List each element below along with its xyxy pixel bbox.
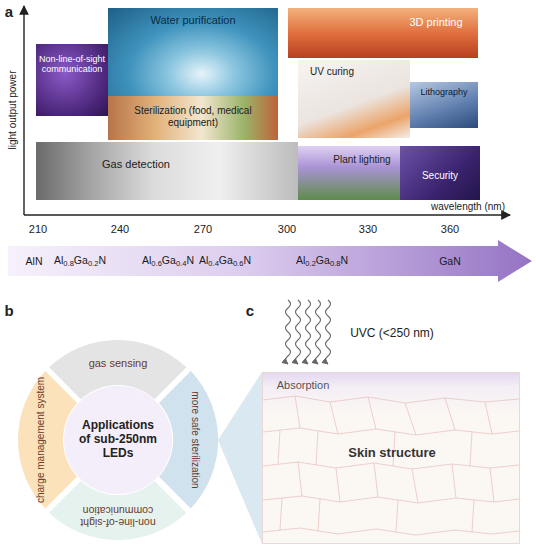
tick-label: 330: [359, 223, 377, 235]
cell-line: [263, 396, 519, 403]
cell-line: [295, 396, 492, 435]
application-tile: Water purification: [108, 8, 278, 96]
alloy-arrow-band: AlN Al0.8Ga0.2N Al0.6Ga0.4N Al0.4Ga0.6N Al0.…: [8, 240, 532, 282]
node-text: Applications of sub-250nm LEDs: [75, 419, 161, 460]
application-segment: more safe sterilization: [157, 369, 218, 510]
uv-wave-arrow: [326, 300, 331, 364]
y-axis: [23, 6, 24, 215]
node-text: UV curing: [300, 66, 364, 78]
cell-line: [278, 430, 472, 466]
cell-line: [263, 496, 519, 503]
alloy-label: Al0.8Ga0.2N: [54, 254, 106, 269]
node-text: non-line-of-sight communication: [68, 505, 168, 529]
application-tile: UV curing: [298, 60, 410, 138]
node-text: Absorption: [258, 379, 348, 392]
application-segment: non-line-of-sight communication: [47, 479, 188, 540]
uv-wave-arrow: [306, 300, 311, 364]
connector-wedge: [218, 372, 262, 544]
band-arrow-shape: [8, 240, 532, 282]
tick-label: 270: [194, 223, 212, 235]
ring-segment-shape: [159, 371, 218, 508]
cell-line: [263, 462, 519, 469]
x-axis: [24, 214, 510, 215]
alloy-label: Al0.2Ga0.8N: [296, 254, 348, 269]
skin-cell-lines: [263, 396, 519, 535]
cell-line: [298, 462, 494, 503]
ring-segment-shape: [49, 340, 186, 399]
ring-segment-shape: [49, 481, 186, 540]
panel-letter: c: [246, 302, 254, 319]
uvc-waves: [286, 300, 331, 364]
tick-label: 210: [29, 223, 47, 235]
cell-line: [280, 498, 474, 532]
uv-wave-arrow: [286, 300, 291, 364]
node-text: 3D printing: [391, 16, 481, 29]
node-text: Gas detection: [81, 158, 191, 171]
application-tile: Plant lighting: [298, 146, 400, 200]
uv-wave-arrow: [296, 300, 301, 364]
node-text: Sterilization (food, medical equipment): [128, 105, 258, 128]
application-tile: 3D printing: [288, 8, 478, 58]
panel-letter: b: [4, 302, 13, 319]
application-segment: charge management system: [18, 369, 79, 510]
panel-letter: a: [5, 3, 13, 20]
node-text: charge management system: [35, 370, 47, 510]
alloy-label: AlN: [26, 255, 43, 267]
center-circle: Applications of sub-250nm LEDs: [64, 386, 172, 494]
node-text: Plant lighting: [326, 154, 398, 166]
application-segment: gas sensing: [47, 340, 188, 401]
application-tile: Security: [400, 146, 480, 200]
application-tile: Gas detection: [36, 142, 298, 200]
ring-segment-shape: [18, 371, 77, 508]
tick-label: 360: [441, 223, 459, 235]
application-tile: Non-line-of-sight communication: [36, 44, 108, 116]
segment-outline: [18, 369, 79, 510]
segment-outline: [47, 340, 188, 401]
alloy-label: Al0.4Ga0.6N: [199, 254, 251, 269]
node-text: gas sensing: [63, 356, 173, 369]
tick-label: 300: [278, 223, 296, 235]
alloy-label: Al0.6Ga0.4N: [142, 254, 194, 269]
cell-line: [263, 428, 519, 435]
uv-wave-arrow: [316, 300, 321, 364]
alloy-label: GaN: [439, 255, 461, 267]
axis-label: light output power: [7, 71, 18, 150]
application-tile: Sterilization (food, medical equipment): [108, 96, 278, 140]
axis-label: UVC (<250 nm): [350, 326, 434, 340]
axis-label: wavelength (nm): [431, 201, 505, 212]
node-text: Non-line-of-sight communication: [38, 54, 106, 75]
application-tile: Lithography: [410, 82, 478, 128]
node-text: Water purification: [113, 14, 273, 27]
node-text: Lithography: [411, 87, 477, 97]
node-text: more safe sterilization: [190, 370, 202, 510]
node-text: Security: [408, 170, 472, 182]
tick-label: 240: [111, 223, 129, 235]
node-body-text: Skin structure: [312, 446, 472, 461]
cell-line: [263, 528, 519, 535]
segment-outline: [157, 369, 218, 510]
skin-block: AbsorptionSkin structure: [262, 372, 520, 544]
